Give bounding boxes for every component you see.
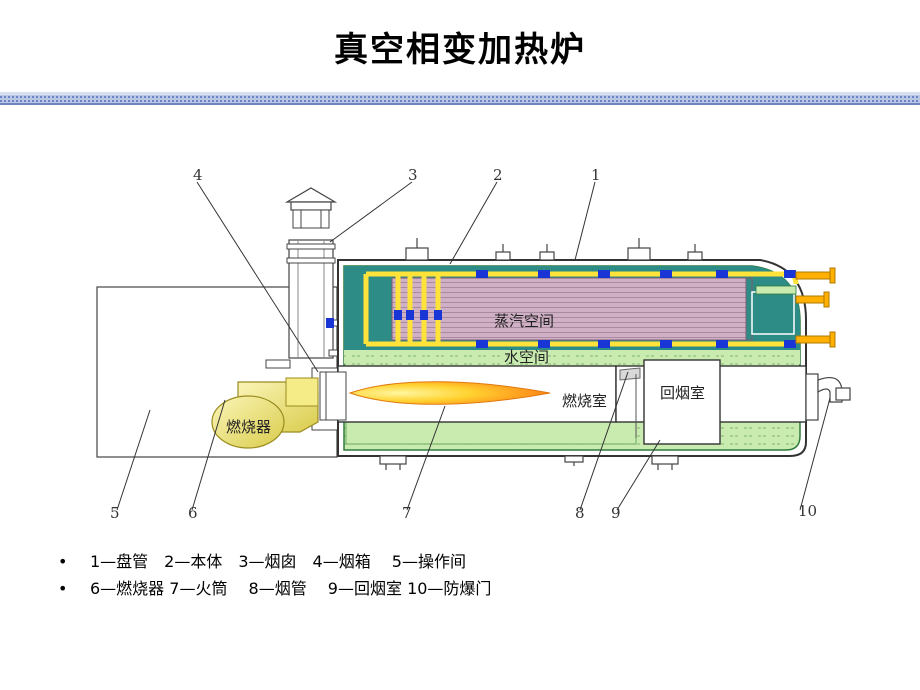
callout-6: 6: [188, 504, 198, 522]
explosion-door: [805, 373, 851, 421]
callout-8: 8: [575, 504, 585, 522]
callout-2: 2: [493, 166, 503, 184]
legend-item: • 1—盘管 2—本体 3—烟囱 4—烟箱 5—操作间: [58, 548, 491, 575]
callout-5: 5: [110, 504, 120, 522]
water-space-label: 水空间: [504, 348, 549, 366]
bullet: •: [58, 579, 68, 598]
chimney: [284, 187, 340, 359]
steam-space-label: 蒸汽空间: [494, 312, 554, 330]
furnace-tube: [319, 365, 617, 423]
coil-tube-bundle: [326, 270, 799, 348]
combustion-chamber-label: 燃烧室: [562, 392, 607, 410]
legend-item: • 6—燃烧器 7—火筒 8—烟管 9—回烟室 10—防爆门: [58, 575, 491, 602]
callout-7: 7: [402, 504, 412, 522]
callout-3: 3: [408, 166, 418, 184]
return-chamber-label: 回烟室: [660, 384, 705, 402]
boiler-diagram: 10 4 3 2 1 5 6 7 8 9 蒸汽空间 水空间 燃烧室 回烟室 燃烧…: [96, 166, 851, 522]
page-title: 真空相变加热炉: [334, 30, 586, 70]
burner-label: 燃烧器: [226, 418, 271, 436]
bullet: •: [58, 552, 68, 571]
legend: • 1—盘管 2—本体 3—烟囱 4—烟箱 5—操作间 • 6—燃烧器 7—火筒…: [58, 548, 491, 602]
callout-4: 4: [193, 166, 203, 184]
legend-line-1: 1—盘管 2—本体 3—烟囱 4—烟箱 5—操作间: [90, 552, 466, 571]
title-divider-bar: [0, 92, 920, 105]
callout-labels: 10 4 3 2 1 5 6 7 8 9: [110, 166, 817, 522]
callout-1: 10: [798, 502, 817, 520]
callout-1-top: 1: [591, 166, 601, 184]
return-smoke-chamber: [615, 359, 807, 445]
coil-pipes: [795, 267, 836, 348]
burner: [211, 377, 319, 449]
callout-9: 9: [611, 504, 621, 522]
legend-line-2: 6—燃烧器 7—火筒 8—烟管 9—回烟室 10—防爆门: [90, 579, 492, 598]
